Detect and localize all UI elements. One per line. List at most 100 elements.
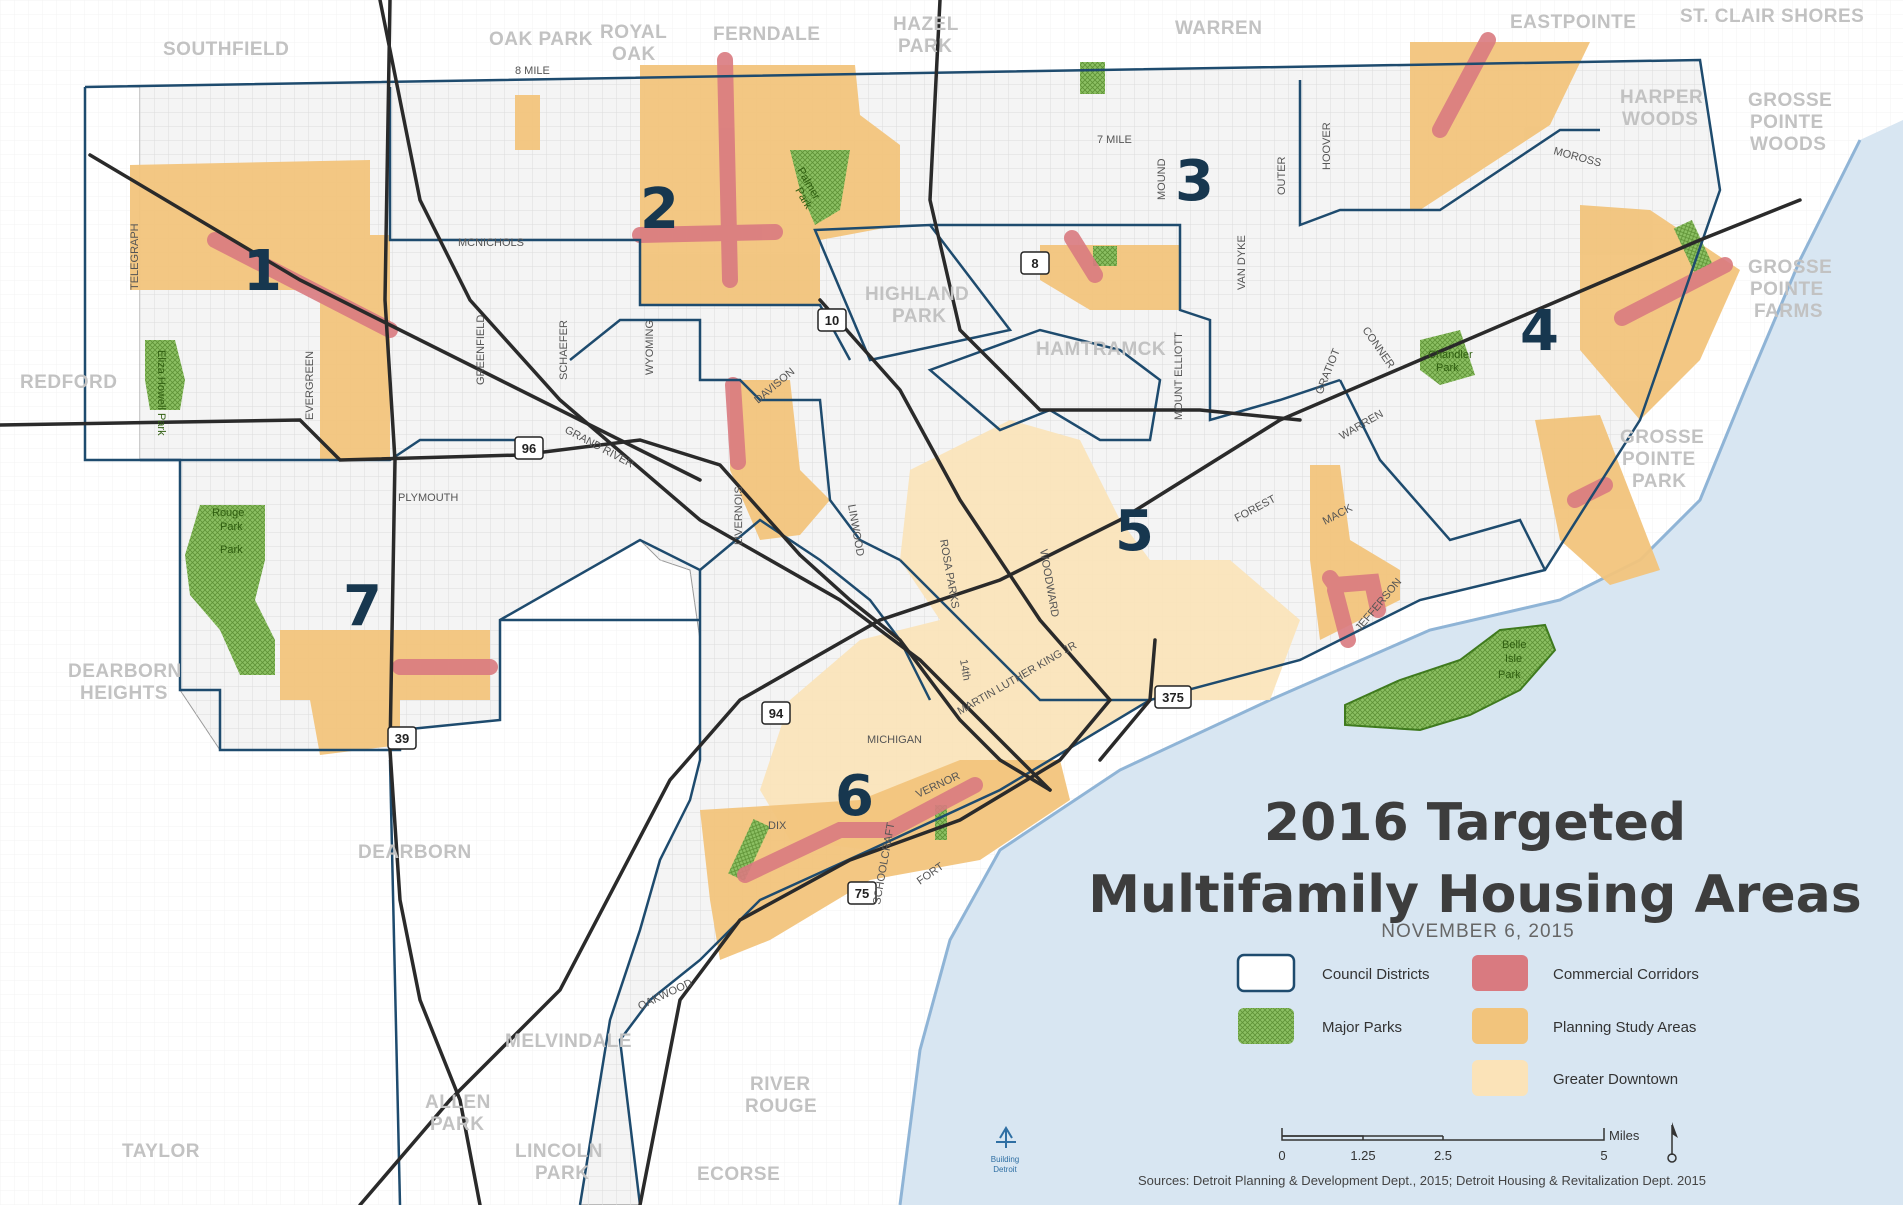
label-dearborn: DEARBORN	[358, 842, 472, 863]
label-harper: HARPER	[1620, 87, 1703, 108]
park-grosse-pointe-farms	[1673, 220, 1713, 272]
road-greenfield: GREENFIELD	[475, 315, 487, 385]
district-number-7: 7	[343, 574, 382, 639]
label-allen: ALLEN	[425, 1092, 491, 1113]
highway-375	[1098, 638, 1157, 762]
scale-tick-2: 2.5	[1434, 1148, 1452, 1163]
road-7mile: 7 MILE	[1097, 134, 1132, 146]
shield-8: 8	[1020, 251, 1050, 275]
legend-swatch-council-districts	[1236, 953, 1296, 993]
planning-area-d1	[130, 160, 390, 460]
park-label-eliza: Eliza Howell Park	[155, 350, 167, 436]
district-border-highland-park	[813, 223, 1013, 362]
shield-75: 75	[847, 881, 877, 905]
eliza-howell-park	[145, 340, 185, 410]
road-livernois: LIVERNOIS	[733, 486, 745, 545]
label-ferndale: FERNDALE	[713, 24, 820, 45]
label-grosse-pointe-farms-3: FARMS	[1754, 301, 1823, 322]
label-lincoln: LINCOLN	[515, 1141, 603, 1162]
logo-line-2: Detroit	[993, 1165, 1017, 1174]
road-van-dyke: VAN DYKE	[1236, 235, 1248, 290]
logo-figure-icon	[996, 1126, 1016, 1148]
road-evergreen: EVERGREEN	[304, 351, 316, 420]
label-hamtramck: HAMTRAMCK	[1036, 339, 1166, 360]
shield-96: 96	[514, 436, 544, 460]
legend: Council Districts Commercial Corridors M…	[1236, 953, 1699, 1096]
legend-label-commercial-corridors: Commercial Corridors	[1553, 966, 1699, 983]
label-warren: WARREN	[1175, 18, 1262, 39]
district-border-hamtramck	[927, 328, 1162, 442]
highway-8	[928, 0, 1302, 422]
district-numbers: 1 2 3 4 5 6 7	[243, 149, 1559, 829]
corridor-mack	[1322, 570, 1386, 648]
park-vernor	[935, 805, 947, 840]
corridor-mcnichols-d2	[632, 224, 783, 243]
label-oak: OAK	[612, 44, 656, 65]
corridor-woodward-d2	[717, 52, 738, 288]
corridor-vernor-d6	[737, 777, 983, 883]
label-grosse-pointe-park-1: GROSSE	[1620, 427, 1704, 448]
label-grosse-pointe-woods-2: POINTE	[1750, 112, 1824, 133]
district-border-2-5	[569, 318, 901, 562]
label-royal: ROYAL	[600, 22, 667, 43]
planning-area-d2	[640, 65, 900, 305]
shield-10: 10	[817, 308, 847, 332]
district-number-5: 5	[1115, 499, 1154, 564]
road-8mile: 8 MILE	[515, 65, 550, 77]
shield-39: 39	[387, 726, 417, 750]
highway-75	[638, 298, 1113, 1205]
label-hazel: HAZEL	[893, 14, 959, 35]
scale-tick-3: 5	[1600, 1148, 1607, 1163]
sources-text: Sources: Detroit Planning & Development …	[1138, 1173, 1706, 1188]
legend-swatch-major-parks	[1238, 1008, 1294, 1044]
highways	[0, 0, 1802, 1205]
district-number-2: 2	[640, 177, 679, 242]
road-mcnichols: MCNICHOLS	[458, 237, 524, 249]
road-outer: OUTER	[1276, 156, 1288, 195]
corridor-grosse-pointe-park	[1567, 477, 1613, 508]
label-oak-park: OAK PARK	[489, 29, 593, 50]
river-water	[900, 120, 1903, 1205]
legend-swatch-commercial-corridors	[1472, 955, 1528, 991]
legend-label-major-parks: Major Parks	[1322, 1019, 1402, 1036]
district-number-4: 4	[1520, 299, 1559, 364]
label-dearborn-heights-1: DEARBORN	[68, 661, 182, 682]
scale-tick-0: 0	[1278, 1148, 1285, 1163]
legend-swatch-greater-downtown	[1472, 1060, 1528, 1096]
label-grosse-pointe-woods-3: WOODS	[1750, 134, 1826, 155]
road-schaefer: SCHAEFER	[558, 320, 570, 380]
road-plymouth: PLYMOUTH	[398, 492, 458, 504]
label-southfield: SOUTHFIELD	[163, 39, 289, 60]
rouge-park	[185, 505, 275, 675]
district-border-3-4	[1298, 80, 1600, 227]
district-number-3: 3	[1175, 149, 1214, 214]
label-river-rouge: ROUGE	[745, 1096, 817, 1117]
scale-unit: Miles	[1609, 1128, 1640, 1143]
map-title-line-2: Multifamily Housing Areas	[1088, 865, 1861, 925]
highway-39	[383, 0, 482, 1205]
label-st-clair-shores: ST. CLAIR SHORES	[1680, 6, 1864, 27]
district-border-3-5	[930, 223, 1341, 422]
district-number-1: 1	[243, 239, 282, 304]
scale-bar: 0 1.25 2.5 5 Miles	[1278, 1122, 1678, 1163]
label-hazel-park: PARK	[898, 36, 952, 57]
park-label-chandler-2: Park	[1436, 362, 1459, 374]
svg-text:375: 375	[1162, 690, 1184, 705]
label-highland: HIGHLAND	[865, 284, 969, 305]
palmer-park	[790, 150, 850, 225]
label-redford: REDFORD	[20, 372, 117, 393]
label-lincoln-park: PARK	[535, 1163, 589, 1184]
park-southwest	[728, 819, 770, 881]
district-border-5-6	[899, 559, 1150, 702]
park-8mile-hamtramck	[1093, 246, 1117, 266]
district-border-1-7	[140, 438, 520, 462]
road-michigan: MICHIGAN	[867, 734, 922, 746]
legend-label-planning-study-areas: Planning Study Areas	[1553, 1019, 1696, 1036]
label-grosse-pointe-farms-2: POINTE	[1750, 279, 1824, 300]
north-arrow-icon	[1667, 1122, 1678, 1163]
greater-downtown-area	[760, 420, 1300, 850]
label-eastpointe: EASTPOINTE	[1510, 12, 1636, 33]
legend-label-greater-downtown: Greater Downtown	[1553, 1071, 1678, 1088]
label-dearborn-heights-2: HEIGHTS	[80, 683, 168, 704]
